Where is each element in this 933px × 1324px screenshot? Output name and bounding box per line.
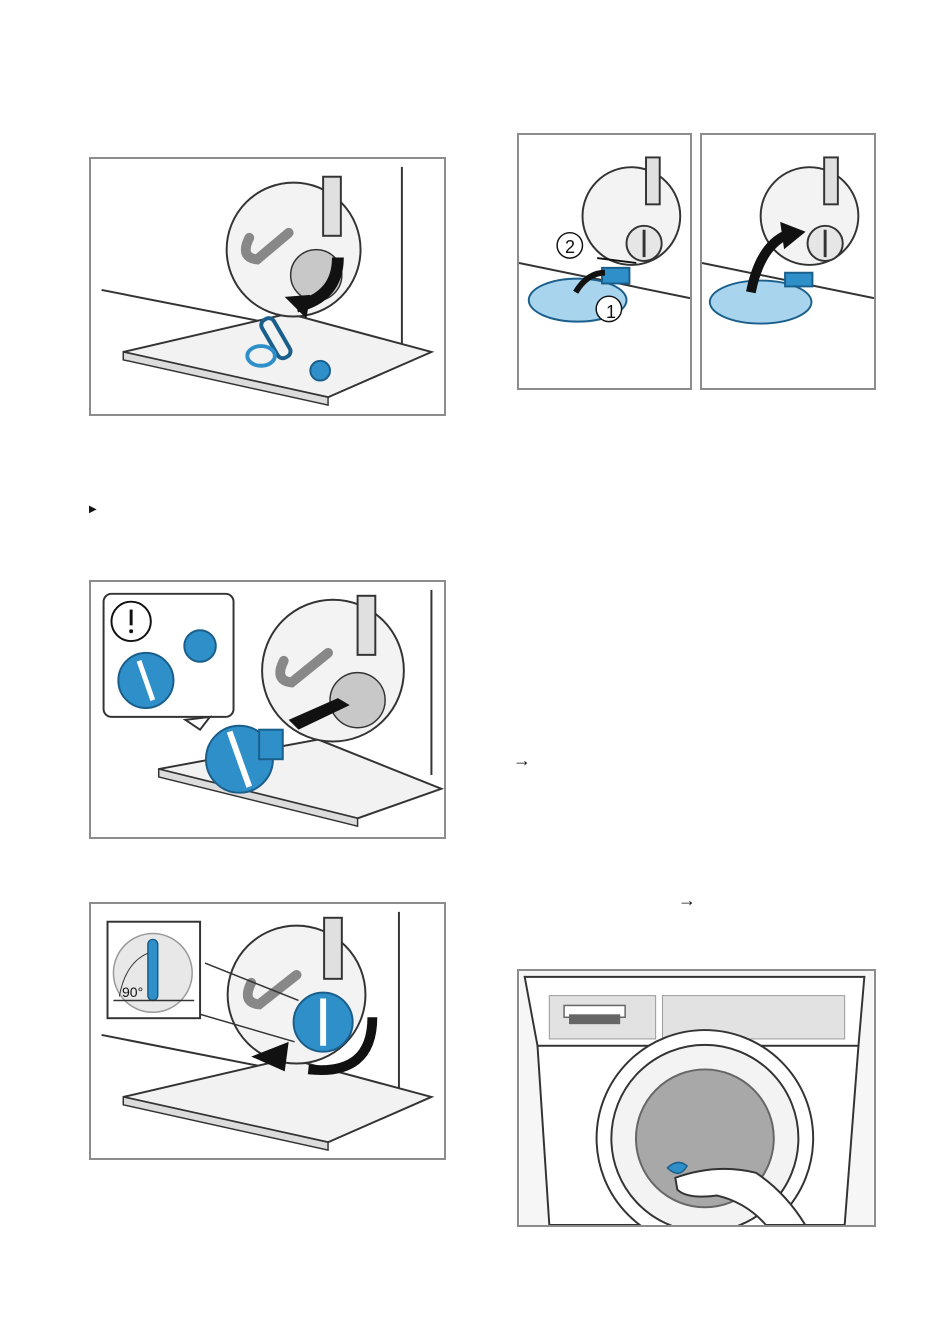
figure-washing-machine-drum (517, 969, 876, 1227)
illustration-foreign-objects (91, 159, 444, 414)
reference-arrow: → (513, 751, 531, 769)
illustration-lift-flap (702, 135, 874, 388)
illustration-washing-machine (519, 971, 874, 1225)
figure-remove-foreign-objects (89, 157, 446, 416)
illustration-open-flap (519, 135, 690, 388)
figure-insert-filter (89, 580, 446, 839)
illustration-turn-filter (91, 904, 444, 1158)
list-bullet: ▶ (89, 505, 97, 515)
reference-arrow: → (678, 891, 696, 909)
step-label-2: 2 (565, 238, 575, 256)
figure-lift-flap (700, 133, 876, 390)
step-label-1: 1 (606, 303, 616, 321)
figure-open-flap-steps: 2 1 (517, 133, 692, 390)
illustration-insert-filter (91, 582, 444, 837)
figure-turn-filter: 90° (89, 902, 446, 1160)
angle-label: 90° (122, 983, 143, 1001)
